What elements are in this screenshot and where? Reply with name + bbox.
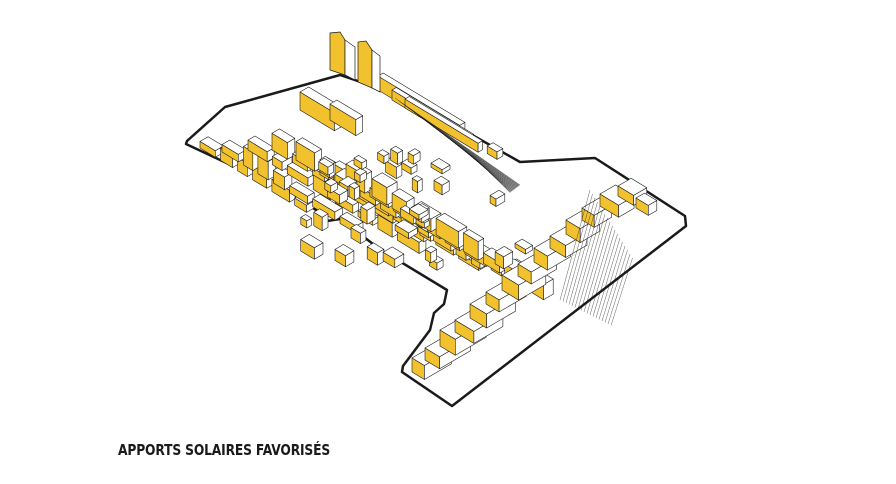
building-face [617,178,648,196]
building-face [360,201,376,211]
hatch-line [604,249,628,323]
hatch-line [565,197,596,304]
building-face [324,178,338,187]
building-face [408,203,429,216]
hatch-line [589,229,616,316]
hatch-line [610,257,633,326]
hatch-line [568,201,598,305]
tower-face [357,40,373,89]
building-face [271,128,296,143]
building-face [394,219,418,234]
building-face [635,192,658,206]
hatch-line [592,233,618,317]
hatch-line [474,157,511,193]
hatch-line [601,245,626,322]
building-face [433,175,450,186]
diagram-caption: APPORTS SOLAIRES FAVORISÉS [118,441,331,459]
tower-face [344,39,356,81]
building-face [514,238,533,250]
hatch-line [607,253,631,325]
hatch-line [394,97,521,186]
building-face [312,194,343,213]
shadow-hatching [394,97,633,326]
building-face [329,99,364,120]
building-face [425,245,438,253]
building-face [391,188,415,203]
building-face [289,181,315,197]
building-face [430,158,451,170]
building-face [401,158,418,169]
building-face [407,148,421,156]
hatch-line [577,213,606,310]
building-face [318,158,334,168]
hatch-line [398,100,520,186]
building-face [334,244,355,256]
building-face [377,149,390,157]
hatch-line [580,217,608,311]
hatch-line [583,221,611,313]
building-face [377,72,466,126]
building-face [494,246,514,258]
hatch-line [574,209,603,308]
building-face [366,242,385,254]
building-face [489,190,506,200]
building-face [348,182,360,190]
tower-face [371,49,381,93]
tower-face [329,31,346,76]
tower-group [329,31,381,93]
building-face [313,208,329,218]
building-face [486,142,504,153]
building-face [354,167,367,176]
building-face [353,155,367,164]
hatch-line [559,189,591,301]
building-face [477,238,485,261]
building-face [300,214,312,222]
hatch-line [571,205,601,307]
building-face [390,145,403,154]
hatch-line [586,225,613,314]
hatch-line [595,237,621,319]
building-face [382,246,405,260]
hatch-line [598,241,623,320]
building-face [339,211,364,227]
building-face [371,172,398,188]
building-face [404,96,483,144]
building-face [300,234,324,249]
building-face [350,224,367,234]
hatch-line [562,193,593,302]
building-face [435,213,468,232]
building-face [463,229,485,242]
building-blocks [199,72,658,380]
building-face [411,175,423,182]
building-face [295,137,322,154]
